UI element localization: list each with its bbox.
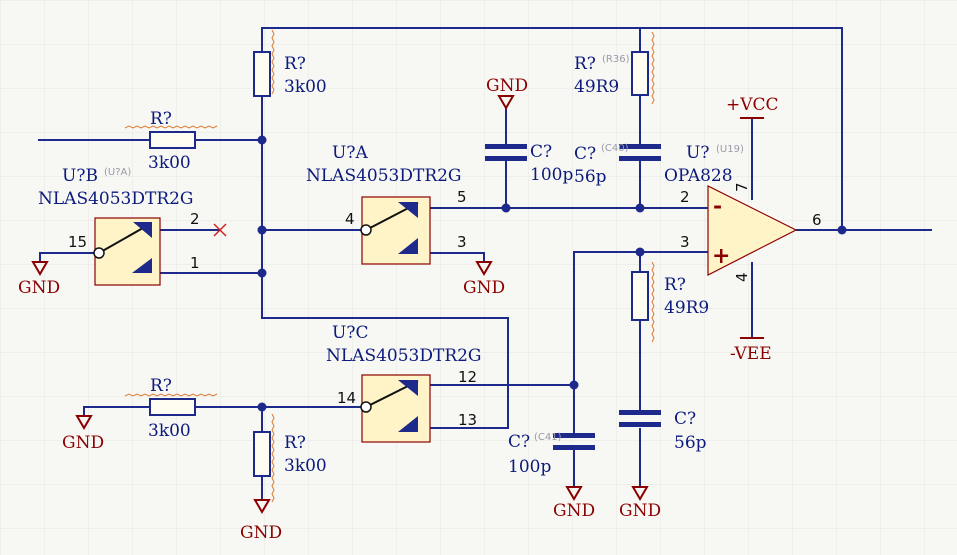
capacitor-c-mid[interactable]: C? 100p (485, 142, 573, 185)
u-a-pin-3: 3 (457, 233, 467, 251)
c-bot-right-ref: C? (674, 409, 696, 429)
switch-u-a[interactable]: U?A NLAS4053DTR2G 4 5 3 (306, 143, 467, 265)
opamp-alt: (U19) (716, 144, 744, 155)
gnd-label: GND (486, 76, 528, 96)
junctions (257, 135, 847, 412)
no-connect-marker (213, 223, 227, 237)
r-in1-ref: R? (150, 109, 172, 129)
opamp-pin-2: 2 (680, 188, 690, 206)
r-plus-ref: R? (664, 275, 686, 295)
r-bottom-value: 3k00 (284, 456, 327, 476)
u-c-part: NLAS4053DTR2G (326, 346, 482, 366)
wires (38, 27, 932, 500)
opamp-pin-7: 7 (733, 182, 751, 192)
resistor-r-top[interactable]: R? 3k00 (253, 29, 327, 97)
r-fb-alt: (R36) (602, 54, 630, 65)
c-mid-ref: C? (530, 142, 552, 162)
r-top-ref: R? (284, 54, 306, 74)
capacitor-c-fb[interactable]: C? (C40) 56p (574, 143, 661, 187)
gnd-rbottom: GND (240, 499, 282, 543)
u-a-part: NLAS4053DTR2G (306, 166, 462, 186)
r-fb-ref: R? (574, 54, 596, 74)
opamp-part: OPA828 (664, 166, 733, 186)
c-mid-value: 100p (530, 165, 573, 185)
r-in2-ref: R? (150, 376, 172, 396)
switch-u-b[interactable]: U?B (U?A) NLAS4053DTR2G 2 1 15 (38, 166, 200, 286)
opamp-pin-4: 4 (733, 272, 751, 282)
r-plus-value: 49R9 (664, 298, 709, 318)
u-b-pin-2: 2 (190, 210, 200, 228)
opamp-plus: + (712, 243, 730, 269)
gnd-ub: GND (18, 261, 60, 298)
r-fb-value: 49R9 (574, 77, 619, 97)
gnd-label: GND (240, 523, 282, 543)
opamp-ref: U? (686, 143, 709, 163)
u-a-pin-4: 4 (345, 210, 355, 228)
r-bottom-ref: R? (284, 433, 306, 453)
capacitor-c-bot-left[interactable]: C? (C41) 100p (508, 432, 595, 477)
resistor-r-bottom[interactable]: R? 3k00 (253, 413, 327, 503)
u-a-pin-5: 5 (457, 188, 467, 206)
opamp-minus: - (713, 193, 722, 219)
c-fb-value: 56p (574, 167, 607, 187)
vcc-symbol: +VCC (726, 95, 779, 119)
u-b-alt: (U?A) (104, 167, 131, 178)
gnd-cbot-left: GND (553, 486, 595, 521)
r-in2-value: 3k00 (148, 421, 191, 441)
switch-u-c[interactable]: U?C NLAS4053DTR2G 14 12 13 (326, 323, 482, 443)
vee-label: -VEE (730, 344, 772, 364)
gnd-label: GND (619, 501, 661, 521)
resistor-r-in2[interactable]: R? 3k00 (124, 376, 218, 441)
opamp-pin-3: 3 (680, 233, 690, 251)
u-c-pin-14: 14 (337, 389, 356, 407)
u-c-pin-13: 13 (458, 411, 477, 429)
u-b-part: NLAS4053DTR2G (38, 189, 194, 209)
resistor-r-fb[interactable]: R? (R36) 49R9 (574, 31, 655, 105)
vcc-label: +VCC (726, 95, 779, 115)
gnd-label: GND (18, 278, 60, 298)
u-b-pin-15: 15 (68, 233, 87, 251)
u-b-pin-1: 1 (190, 254, 200, 272)
gnd-label: GND (62, 433, 104, 453)
c-bot-left-ref: C? (508, 432, 530, 452)
c-bot-left-alt: (C41) (534, 432, 562, 443)
gnd-top: GND (486, 76, 528, 110)
gnd-label: GND (553, 501, 595, 521)
capacitor-c-bot-right[interactable]: C? 56p (619, 409, 707, 453)
opamp-opa828[interactable]: - + U? (U19) OPA828 2 3 6 7 4 (664, 143, 822, 282)
gnd-cbot-right: GND (619, 486, 661, 521)
u-a-ref: U?A (332, 143, 368, 163)
u-c-ref: U?C (332, 323, 368, 343)
r-top-value: 3k00 (284, 77, 327, 97)
c-fb-alt: (C40) (601, 143, 629, 154)
vee-symbol: -VEE (730, 337, 772, 364)
c-bot-left-value: 100p (508, 457, 551, 477)
gnd-rin2: GND (62, 415, 104, 453)
resistor-r-in1[interactable]: R? 3k00 (124, 109, 218, 173)
r-in1-value: 3k00 (148, 153, 191, 173)
c-fb-ref: C? (574, 144, 596, 164)
gnd-label: GND (463, 278, 505, 298)
gnd-ua: GND (463, 261, 505, 298)
resistor-r-plus[interactable]: R? 49R9 (631, 261, 709, 343)
c-bot-right-value: 56p (674, 433, 707, 453)
opamp-pin-6: 6 (812, 211, 822, 229)
u-b-ref: U?B (62, 166, 98, 186)
u-c-pin-12: 12 (458, 368, 477, 386)
